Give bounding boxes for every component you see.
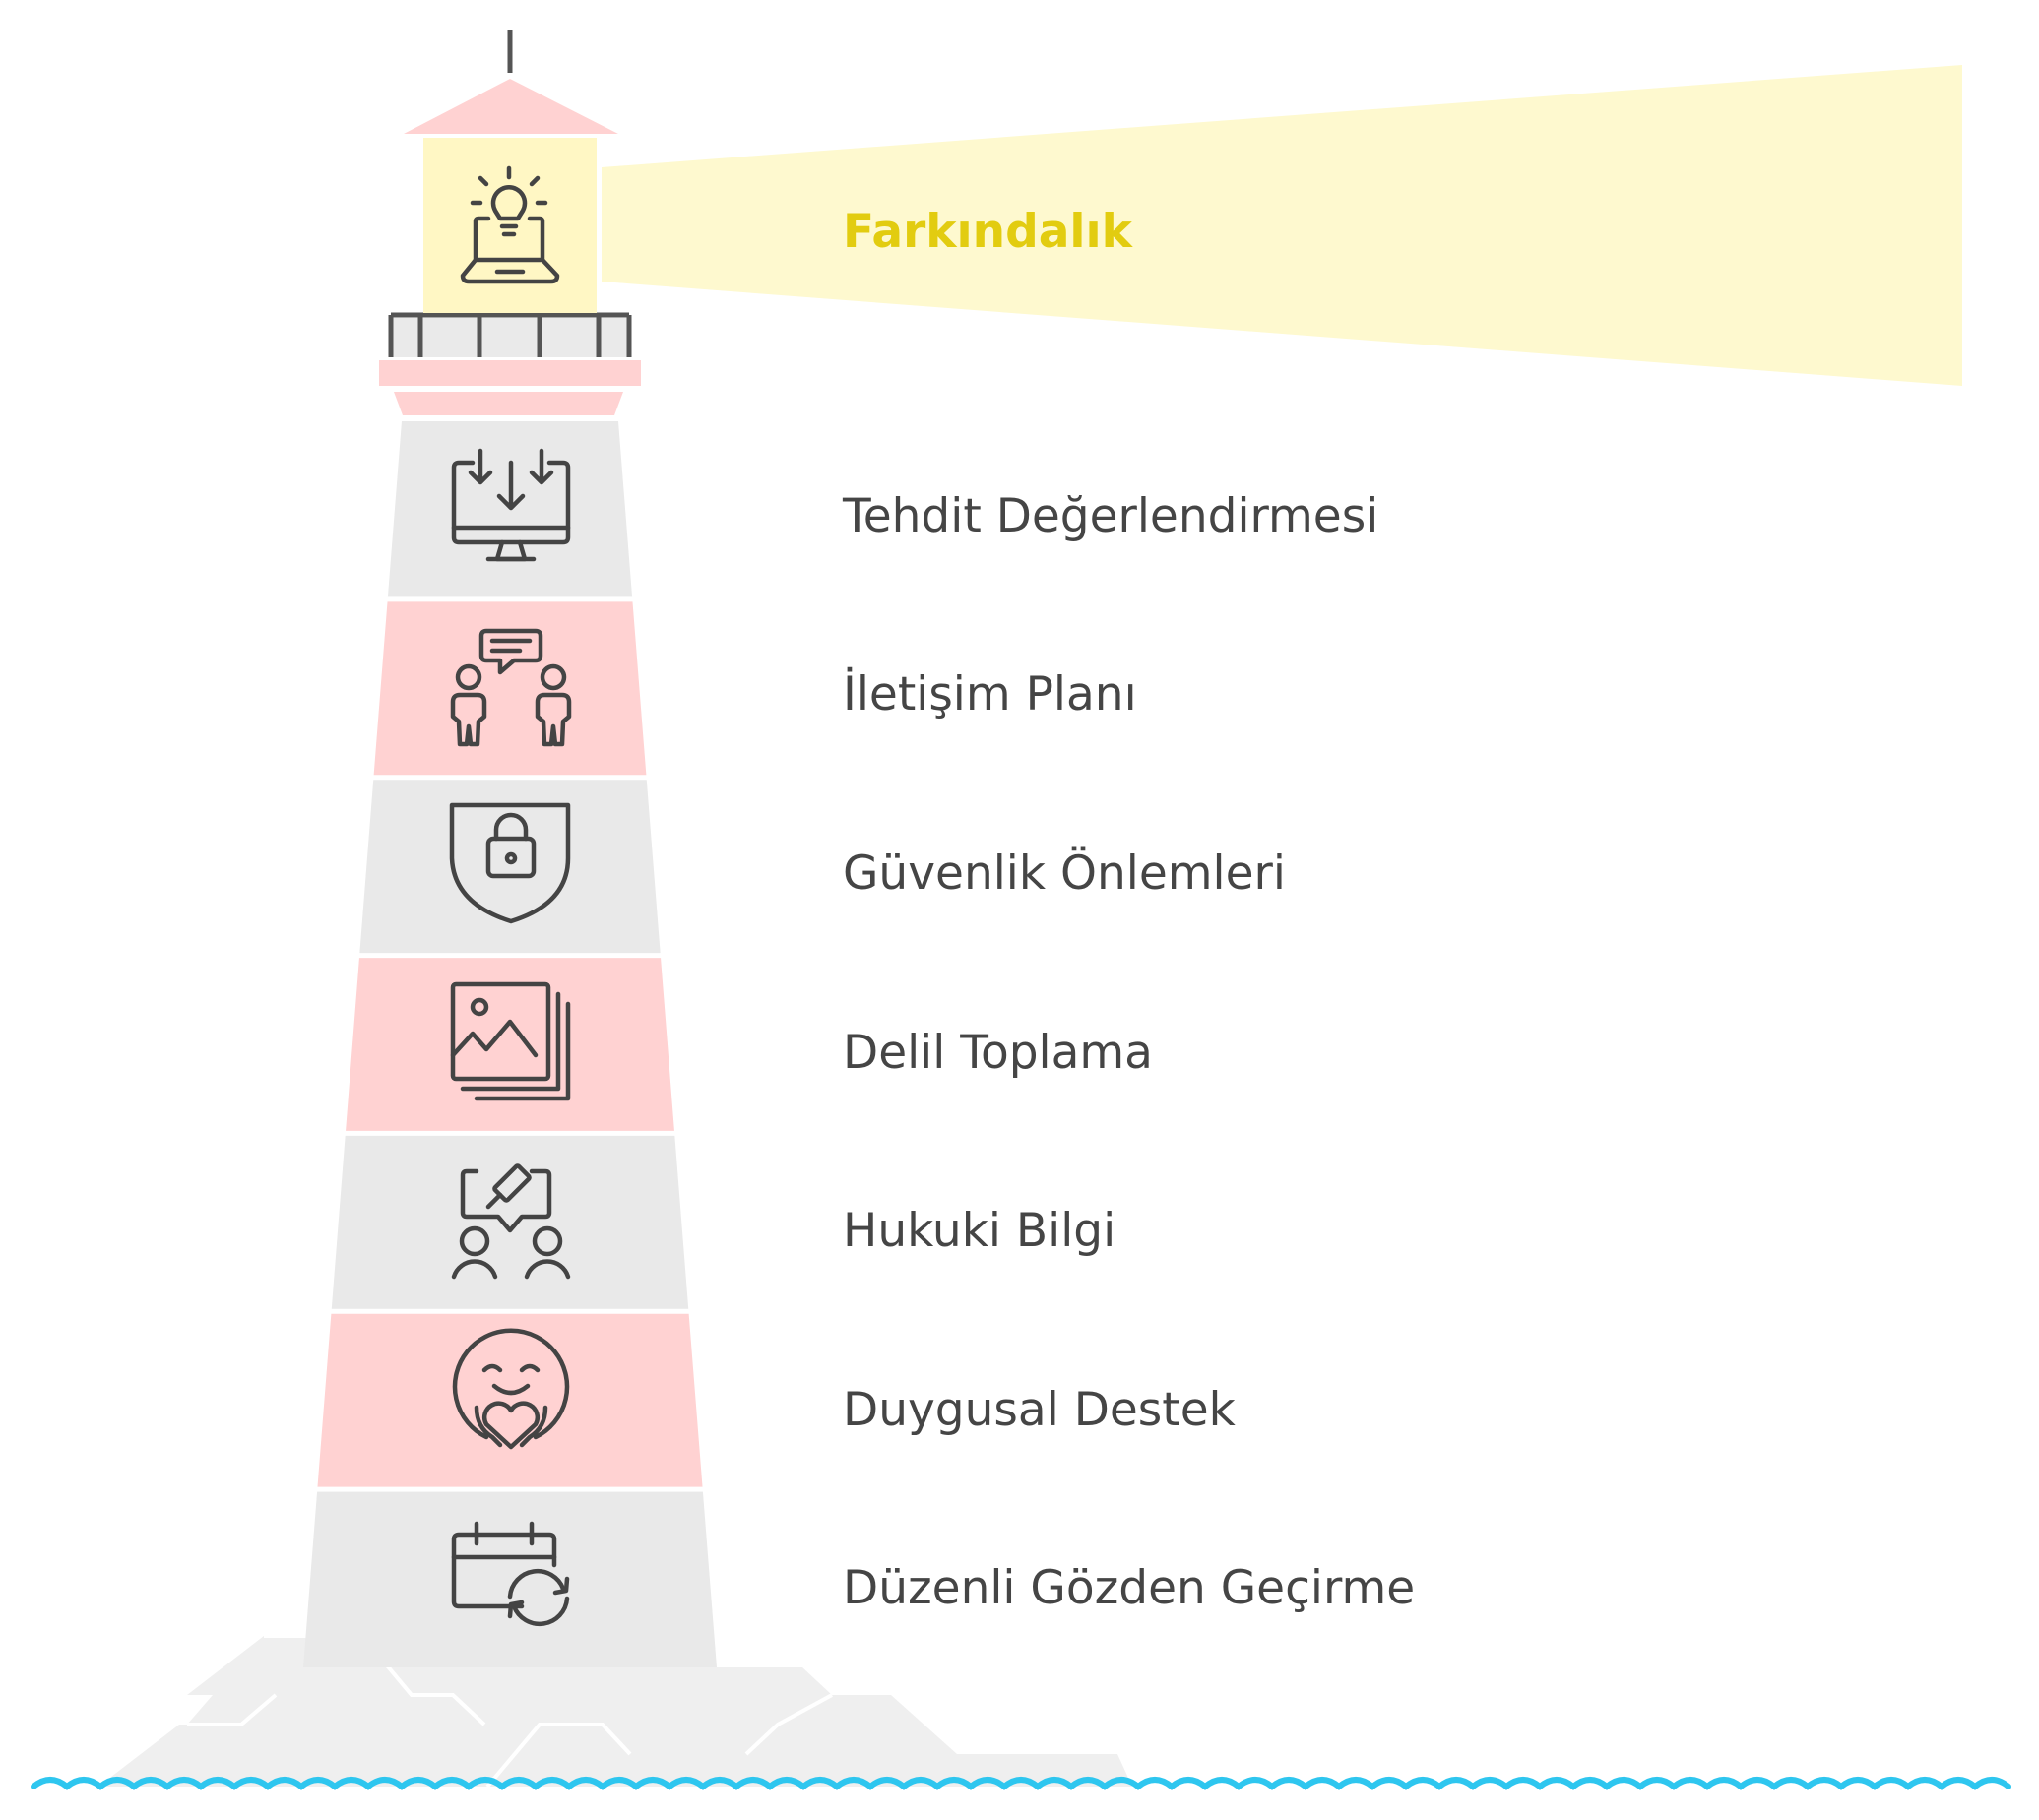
calendar-refresh-icon (451, 1521, 570, 1627)
self-hug-icon (452, 1328, 570, 1450)
label-threat-assessment: Tehdit Değerlendirmesi (843, 489, 1379, 543)
tower-stripe-7 (303, 1491, 717, 1667)
gallery-backing (393, 318, 627, 357)
people-chat-icon (450, 628, 572, 747)
label-regular-review: Düzenli Gözden Geçirme (843, 1561, 1416, 1615)
gallery-base (394, 392, 623, 415)
label-emotional-support: Duygusal Destek (843, 1383, 1236, 1437)
tower-stripe-2 (373, 601, 647, 776)
monitor-download-icon (451, 448, 571, 562)
light-beam (602, 65, 1962, 386)
label-evidence-collection: Delil Toplama (843, 1026, 1153, 1080)
tower-stripe-5 (331, 1135, 689, 1309)
image-stack-icon (450, 981, 571, 1101)
laptop-lightbulb-icon (460, 165, 560, 284)
label-security-measures: Güvenlik Önlemleri (843, 847, 1286, 901)
gallery-railing (388, 312, 632, 357)
tower-stripes (303, 421, 717, 1667)
water-waves (31, 1777, 2011, 1790)
shield-lock-icon (449, 802, 571, 924)
gavel-consult-icon (451, 1163, 571, 1280)
gallery-deck (379, 360, 641, 386)
tower-stripe-6 (317, 1313, 703, 1487)
tower-stripe-4 (346, 958, 674, 1131)
label-communication-plan: İletişim Planı (843, 667, 1137, 722)
label-legal-information: Hukuki Bilgi (843, 1204, 1116, 1258)
tower-stripe-3 (359, 780, 661, 954)
roof (404, 79, 618, 134)
label-awareness: Farkındalık (843, 205, 1132, 259)
